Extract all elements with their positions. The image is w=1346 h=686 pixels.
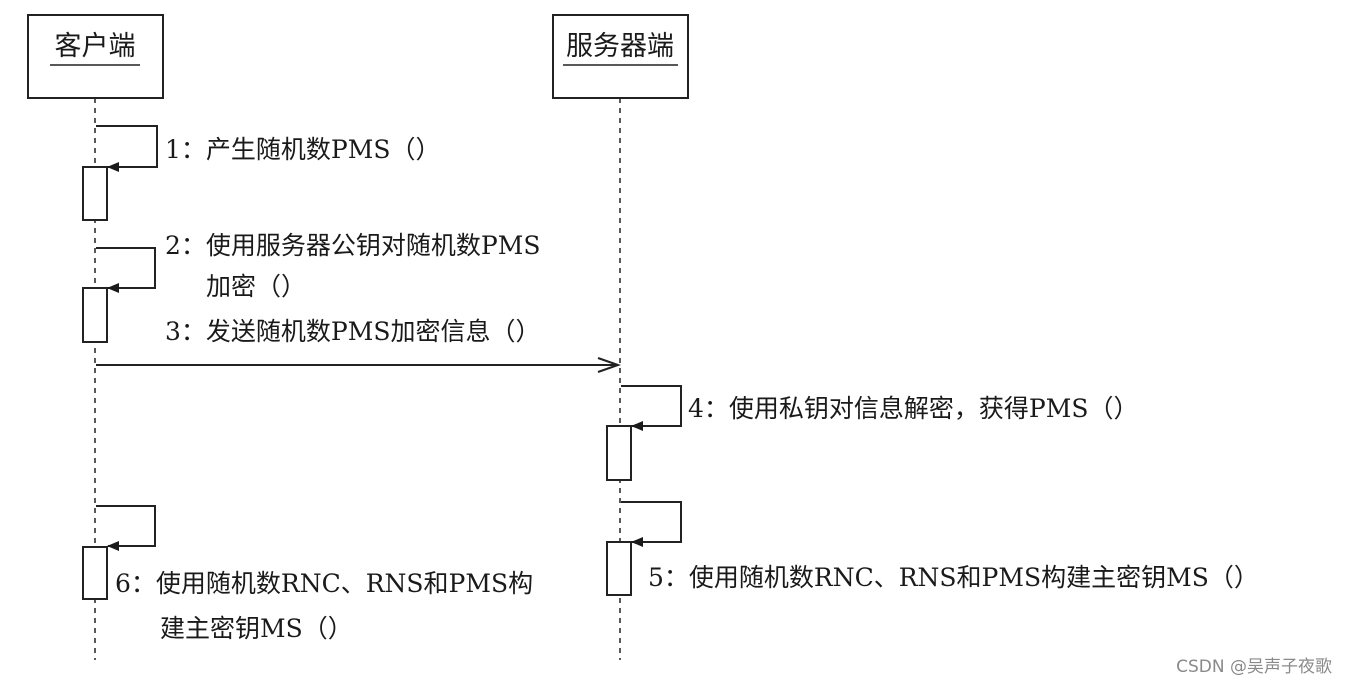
activation-server-2	[606, 541, 632, 596]
participant-client-box	[27, 14, 164, 99]
participant-client: 客户端	[27, 14, 164, 99]
message-5-label: 5：使用随机数RNC、RNS和PMS构建主密钥MS（）	[648, 563, 1259, 592]
activation-client-1	[82, 166, 108, 221]
message-2-label-line2: 加密（）	[206, 272, 306, 301]
activation-client-3	[82, 546, 108, 600]
participant-server-box	[552, 14, 689, 99]
participant-server-label: 服务器端	[566, 31, 674, 62]
message-2-arrow	[96, 247, 156, 293]
message-6-label-line1: 6：使用随机数RNC、RNS和PMS构	[115, 569, 533, 598]
message-6-label-line2: 建主密钥MS（）	[160, 614, 353, 643]
message-3-arrowhead	[597, 357, 622, 373]
participant-client-label: 客户端	[55, 31, 136, 62]
message-1-arrow	[96, 125, 158, 172]
activation-server-1	[606, 425, 632, 481]
participant-server: 服务器端	[552, 14, 689, 99]
message-1-label: 1：产生随机数PMS（）	[165, 135, 440, 164]
message-5-arrow	[621, 501, 682, 547]
activation-client-2	[82, 287, 108, 343]
message-2-label-line1: 2：使用服务器公钥对随机数PMS	[165, 231, 540, 260]
message-4-label: 4：使用私钥对信息解密，获得PMS（）	[688, 394, 1138, 423]
message-6-arrow	[96, 505, 156, 551]
message-4-arrow	[621, 385, 682, 431]
message-3-label: 3：发送随机数PMS加密信息（）	[165, 317, 540, 346]
watermark-text: CSDN @吴声子夜歌	[1176, 657, 1332, 677]
